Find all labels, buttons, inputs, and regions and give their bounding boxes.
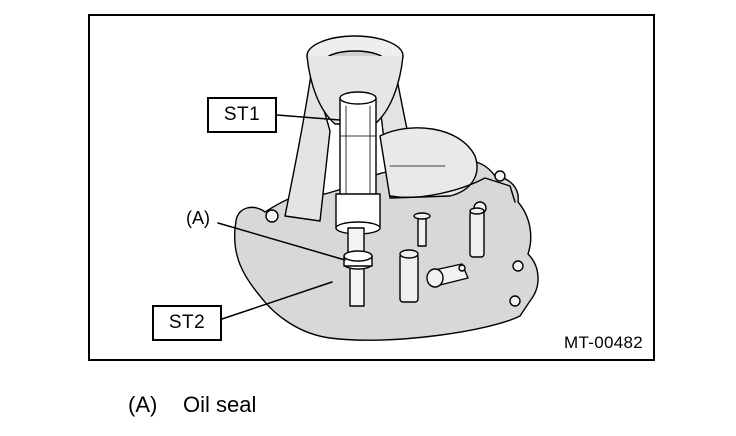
st1-tool (335, 91, 381, 235)
case-studs (399, 207, 485, 303)
case-upper-wall (284, 67, 331, 222)
callout-st1: ST1 (207, 97, 277, 133)
transmission-illustration (217, 35, 539, 341)
figure-code: MT-00482 (564, 333, 643, 352)
leader-lines (217, 114, 346, 320)
shift-lever (426, 263, 469, 288)
callout-a: (A) (186, 208, 210, 228)
st2-shaft (347, 227, 365, 307)
dome-cover (379, 127, 478, 199)
legend: (A) Oil seal (128, 392, 256, 418)
legend-text: Oil seal (183, 392, 257, 417)
callout-st2: ST2 (152, 305, 222, 341)
figure-frame: ST1 ST2 (A) MT-00482 (88, 14, 655, 361)
transmission-case (234, 159, 539, 341)
legend-key: (A) (128, 392, 158, 417)
oil-seal-part (343, 250, 373, 270)
